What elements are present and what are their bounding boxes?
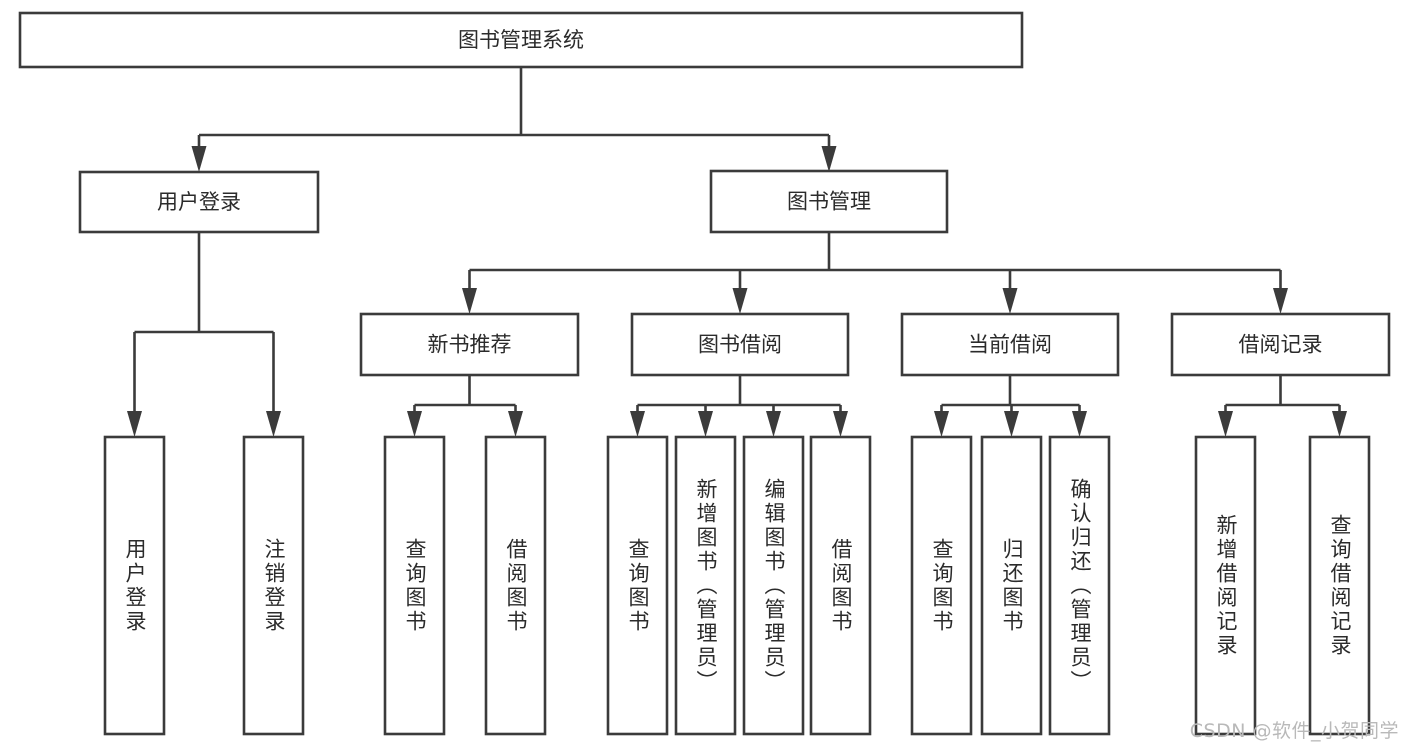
node-rect bbox=[383, 435, 446, 736]
node-level3-label-1: 图书借阅 bbox=[698, 333, 782, 357]
node-root-label: 图书管理系统 bbox=[458, 28, 584, 52]
arrow-head bbox=[1004, 411, 1019, 437]
arrow-head bbox=[833, 411, 848, 437]
node-leaf-2[interactable] bbox=[383, 435, 446, 736]
node-rect bbox=[900, 312, 1120, 377]
node-rect bbox=[910, 435, 973, 736]
node-rect bbox=[103, 435, 166, 736]
node-level2-0[interactable] bbox=[78, 170, 320, 234]
arrow-head bbox=[407, 411, 422, 437]
arrow-head bbox=[462, 288, 477, 314]
arrow-head bbox=[630, 411, 645, 437]
node-level3-label-0: 新书推荐 bbox=[428, 333, 512, 357]
node-rect bbox=[606, 435, 669, 736]
node-leaf-11[interactable] bbox=[1194, 435, 1257, 736]
node-rect bbox=[809, 435, 872, 736]
node-level2-label-1: 图书管理 bbox=[787, 190, 871, 214]
node-leaf-0[interactable] bbox=[103, 435, 166, 736]
node-level3-2[interactable] bbox=[900, 312, 1120, 377]
node-rect bbox=[980, 435, 1043, 736]
csdn-watermark: CSDN @软件_小贺同学 bbox=[1189, 720, 1399, 742]
node-rect bbox=[1308, 435, 1371, 736]
node-rect bbox=[1048, 435, 1111, 736]
arrow-head bbox=[732, 288, 748, 314]
arrow-head bbox=[1273, 288, 1288, 314]
node-level3-label-2: 当前借阅 bbox=[968, 333, 1052, 357]
node-leaf-12[interactable] bbox=[1308, 435, 1371, 736]
node-leaf-8[interactable] bbox=[910, 435, 973, 736]
node-leaf-5[interactable] bbox=[674, 435, 737, 736]
node-level3-label-3: 借阅记录 bbox=[1239, 333, 1323, 357]
node-leaf-10[interactable] bbox=[1048, 435, 1111, 736]
node-level2-label-0: 用户登录 bbox=[157, 190, 241, 214]
node-rect bbox=[674, 435, 737, 736]
arrow-head bbox=[266, 411, 281, 437]
arrow-head bbox=[821, 146, 837, 172]
arrow-head bbox=[698, 411, 713, 437]
node-leaf-4[interactable] bbox=[606, 435, 669, 736]
node-rect bbox=[78, 170, 320, 234]
node-leaf-6[interactable] bbox=[742, 435, 805, 736]
arrow-head bbox=[1072, 411, 1087, 437]
arrow-head bbox=[934, 411, 949, 437]
node-leaf-1[interactable] bbox=[242, 435, 305, 736]
arrow-head bbox=[1002, 288, 1018, 314]
arrow-head bbox=[508, 411, 523, 437]
node-rect bbox=[742, 435, 805, 736]
node-rect bbox=[1194, 435, 1257, 736]
node-rect bbox=[359, 312, 580, 377]
arrow-head bbox=[1218, 411, 1233, 437]
node-leaf-7[interactable] bbox=[809, 435, 872, 736]
node-rect bbox=[242, 435, 305, 736]
arrow-head bbox=[191, 146, 207, 172]
arrow-head bbox=[1332, 411, 1347, 437]
node-leaf-3[interactable] bbox=[484, 435, 547, 736]
node-rect bbox=[484, 435, 547, 736]
node-root[interactable] bbox=[18, 11, 1024, 69]
node-rect bbox=[18, 11, 1024, 69]
arrow-head bbox=[127, 411, 142, 437]
arrow-head bbox=[766, 411, 781, 437]
node-leaf-9[interactable] bbox=[980, 435, 1043, 736]
node-level3-0[interactable] bbox=[359, 312, 580, 377]
